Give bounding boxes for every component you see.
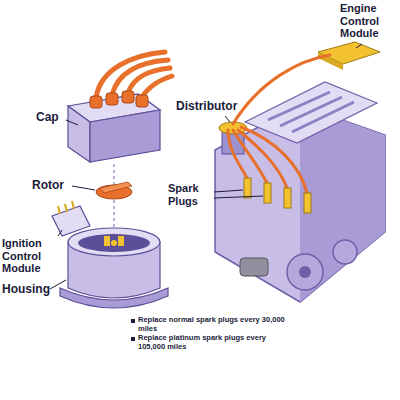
housing-parts <box>104 236 124 246</box>
cap-boots <box>90 91 148 108</box>
pulley-hub <box>299 266 311 278</box>
part-name: Engine Control Module <box>340 2 398 40</box>
pulley <box>287 254 323 290</box>
maintenance-note: Replace platinum spark plugs every 105,0… <box>138 334 288 351</box>
note-bullet <box>131 319 135 323</box>
cap-wires <box>96 52 172 98</box>
plug-wires <box>228 55 330 193</box>
part-name: Rotor <box>32 179 72 193</box>
part-name: Distributor <box>176 100 256 114</box>
intake-ribs <box>268 92 354 132</box>
part-name: Housing <box>2 283 54 297</box>
note-bullet <box>131 337 135 341</box>
part-name: Spark Plugs <box>168 182 214 207</box>
spark-plugs <box>244 178 311 213</box>
housing-flange <box>60 288 168 308</box>
leader-lines <box>50 44 362 289</box>
housing-rim <box>68 228 160 256</box>
part-name: Ignition Control Module <box>2 237 60 275</box>
cap-side <box>90 110 160 162</box>
maintenance-note: Replace normal spark plugs every 30,000 … <box>138 316 288 333</box>
cap-front <box>68 106 90 162</box>
part-name: Cap <box>36 111 66 125</box>
housing-inside <box>78 234 150 252</box>
icm-part <box>52 206 90 236</box>
valve-cover <box>245 82 377 143</box>
starter <box>240 258 268 276</box>
pulley <box>333 240 357 264</box>
icm-pins <box>58 201 74 214</box>
rotor-arm <box>100 182 132 193</box>
